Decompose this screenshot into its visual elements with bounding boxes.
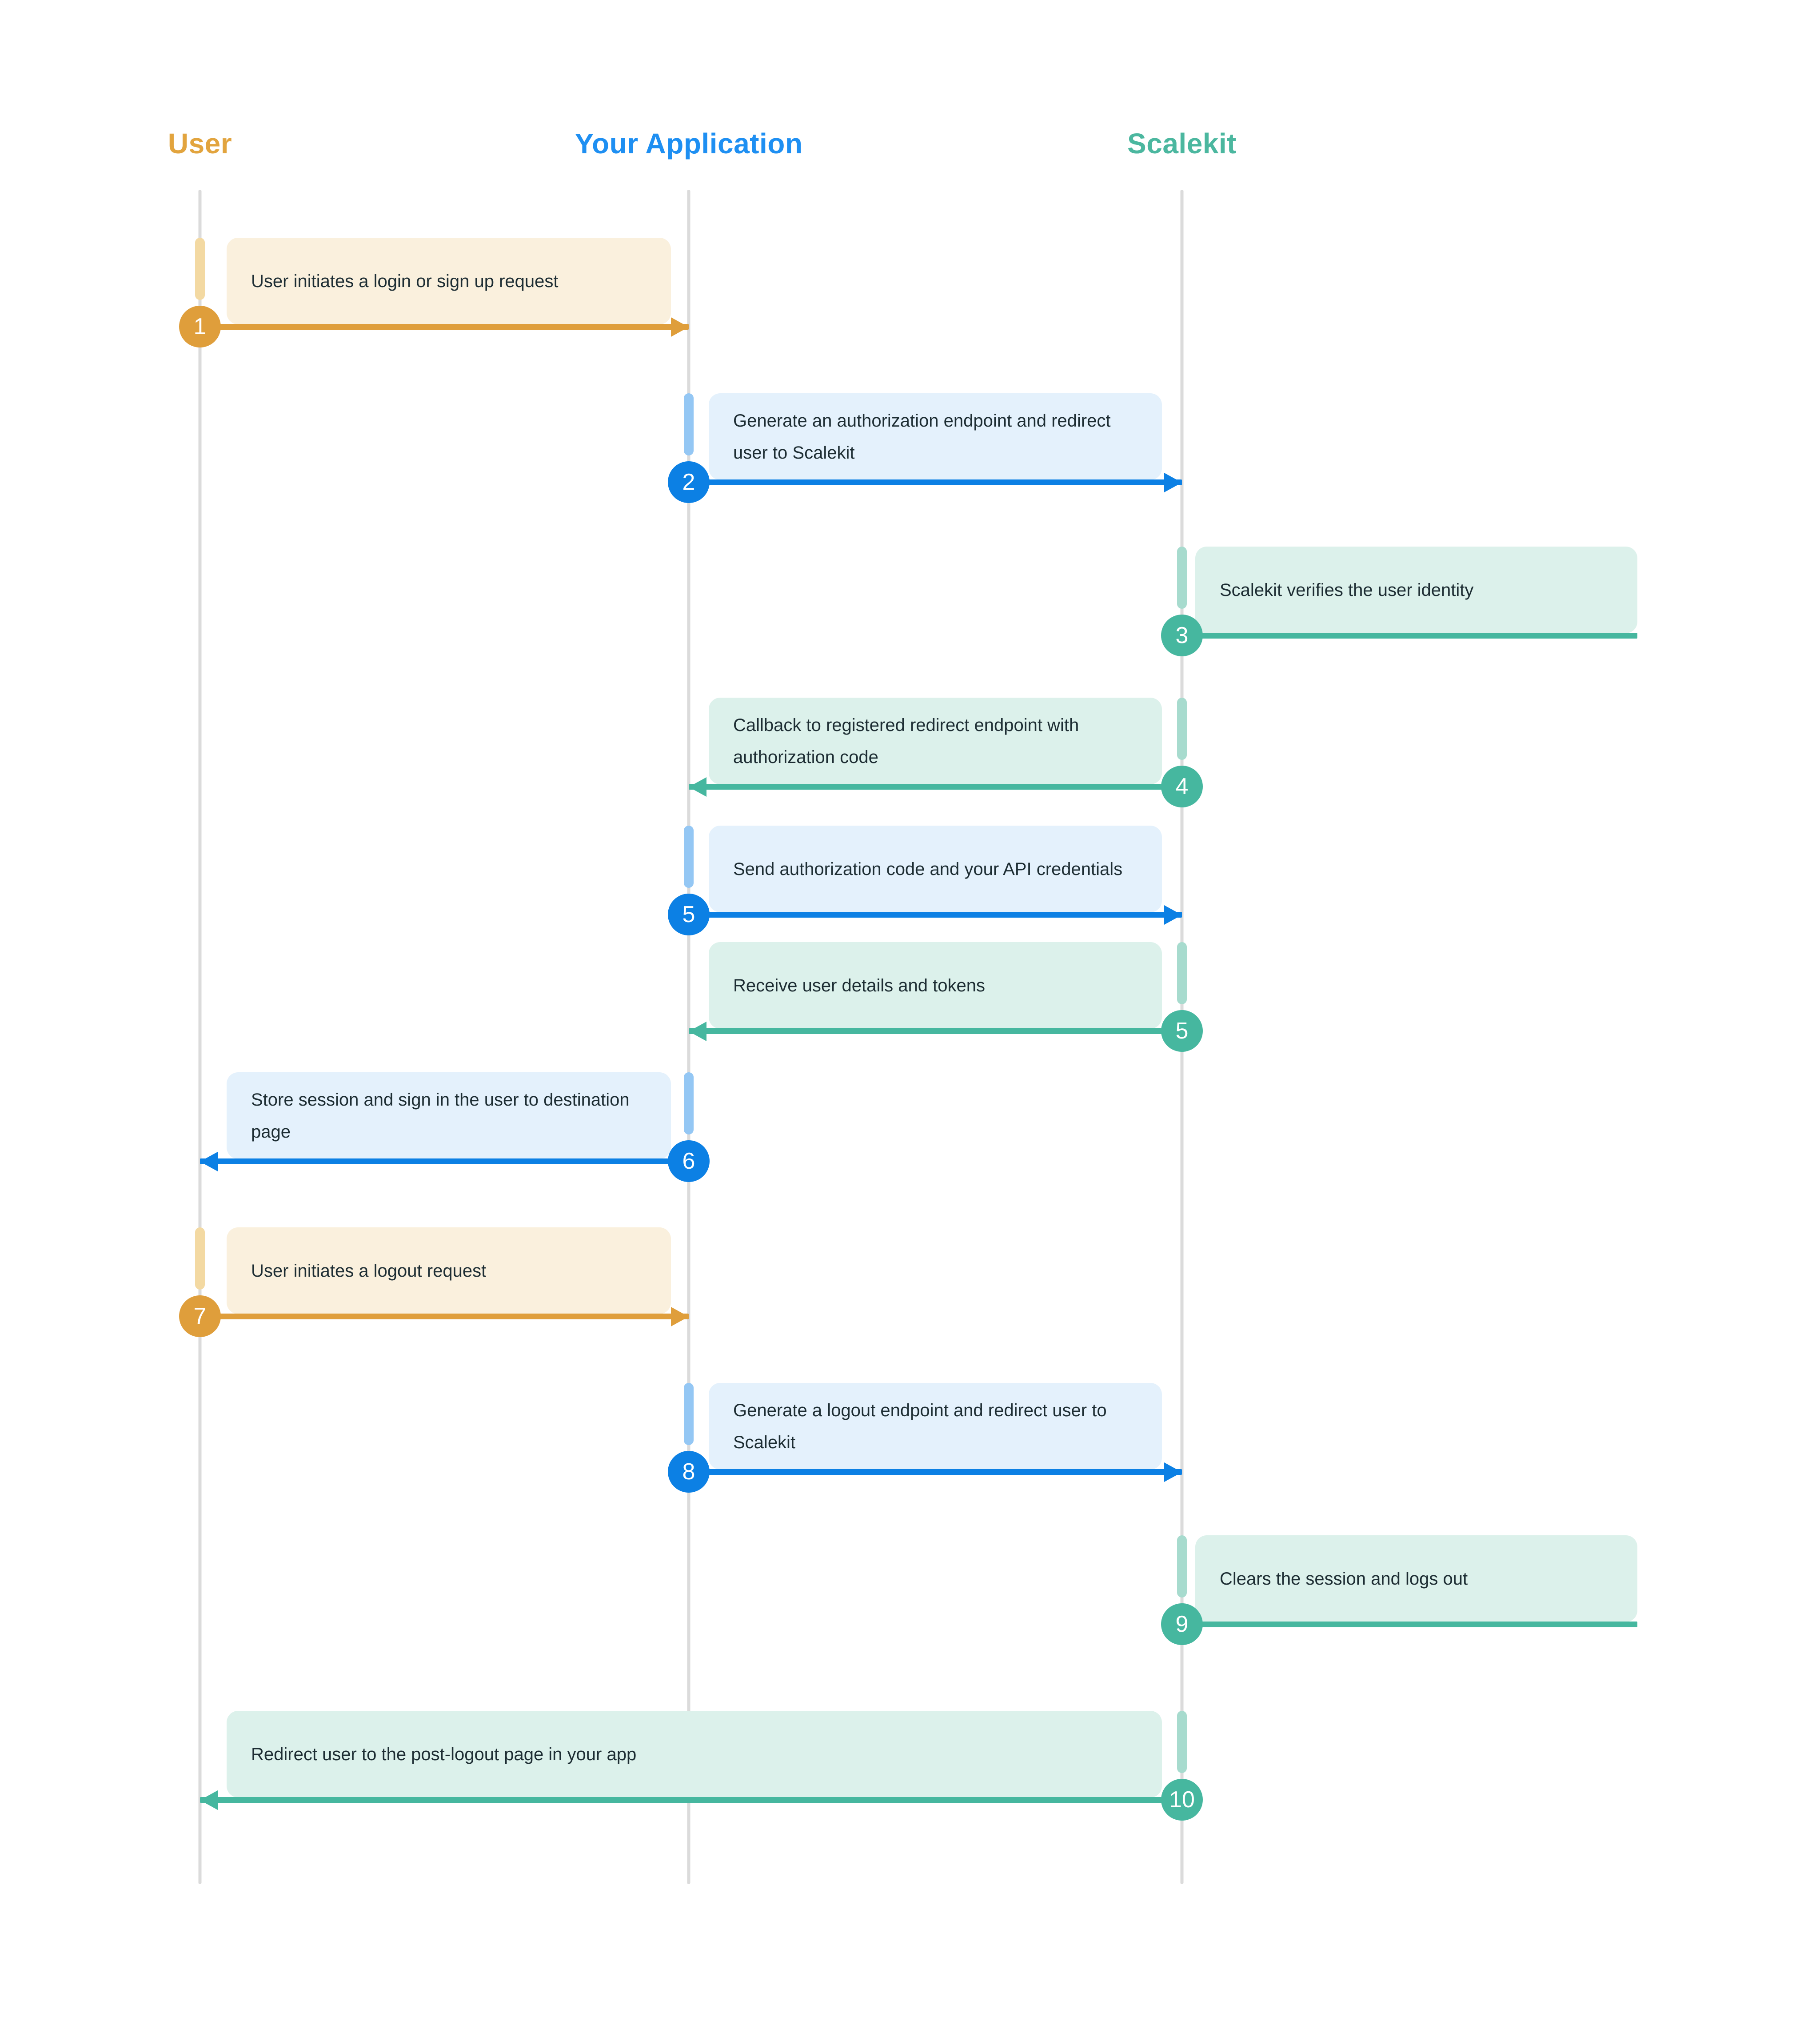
lifeline-user xyxy=(198,190,202,1884)
message-arrow xyxy=(200,324,689,330)
arrowhead-left-icon xyxy=(200,1790,218,1810)
step-badge: 6 xyxy=(668,1140,710,1182)
message-box: User initiates a logout request xyxy=(227,1227,671,1314)
activation-bar xyxy=(684,826,694,888)
message-box: Redirect user to the post-logout page in… xyxy=(227,1711,1162,1797)
message-text: Store session and sign in the user to de… xyxy=(251,1090,630,1142)
arrowhead-left-icon xyxy=(689,1022,706,1041)
message-text: Receive user details and tokens xyxy=(733,975,985,995)
message-arrow xyxy=(200,1314,689,1319)
message-box: Generate an authorization endpoint and r… xyxy=(709,393,1162,480)
arrowhead-right-icon xyxy=(671,1307,689,1326)
message-box: Clears the session and logs out xyxy=(1195,1535,1637,1622)
message-box: Callback to registered redirect endpoint… xyxy=(709,698,1162,784)
message-box: Receive user details and tokens xyxy=(709,942,1162,1029)
message-box: User initiates a login or sign up reques… xyxy=(227,238,671,324)
arrowhead-right-icon xyxy=(1164,1462,1182,1482)
message-arrow xyxy=(689,1028,1182,1034)
step-badge: 8 xyxy=(668,1451,710,1493)
activation-bar xyxy=(684,393,694,455)
message-arrow xyxy=(200,1158,689,1164)
message-box: Send authorization code and your API cre… xyxy=(709,826,1162,912)
activation-bar xyxy=(684,1072,694,1134)
message-arrow xyxy=(689,912,1182,918)
step-badge: 4 xyxy=(1161,766,1203,807)
actor-label-scalekit: Scalekit xyxy=(1127,128,1237,160)
arrowhead-right-icon xyxy=(671,317,689,337)
activation-bar xyxy=(195,238,205,300)
step-badge: 3 xyxy=(1161,615,1203,656)
step-badge: 9 xyxy=(1161,1603,1203,1645)
message-text: Callback to registered redirect endpoint… xyxy=(733,715,1079,767)
message-box: Generate a logout endpoint and redirect … xyxy=(709,1383,1162,1470)
arrowhead-right-icon xyxy=(1164,473,1182,492)
activation-bar xyxy=(1177,698,1187,760)
step-badge: 5 xyxy=(1161,1010,1203,1052)
arrowhead-left-icon xyxy=(200,1152,218,1171)
activation-bar xyxy=(195,1227,205,1290)
message-arrow xyxy=(200,1797,1182,1803)
message-text: Send authorization code and your API cre… xyxy=(733,859,1123,879)
message-box: Store session and sign in the user to de… xyxy=(227,1072,671,1159)
activation-bar xyxy=(1177,942,1187,1004)
message-text: User initiates a logout request xyxy=(251,1261,487,1281)
step-badge: 7 xyxy=(179,1295,221,1337)
message-arrow xyxy=(689,479,1182,485)
actor-label-app: Your Application xyxy=(575,128,803,160)
arrowhead-right-icon xyxy=(1164,905,1182,925)
activation-bar xyxy=(1177,1711,1187,1773)
message-text: Generate an authorization endpoint and r… xyxy=(733,411,1111,463)
step-badge: 2 xyxy=(668,461,710,503)
message-box: Scalekit verifies the user identity xyxy=(1195,547,1637,633)
message-text: Scalekit verifies the user identity xyxy=(1220,580,1474,600)
activation-bar xyxy=(1177,1535,1187,1598)
activation-bar xyxy=(1177,547,1187,609)
step-badge: 5 xyxy=(668,894,710,935)
message-line xyxy=(1182,633,1637,639)
actor-label-user: User xyxy=(168,128,232,160)
message-text: Generate a logout endpoint and redirect … xyxy=(733,1400,1107,1452)
step-badge: 10 xyxy=(1161,1779,1203,1821)
message-text: Clears the session and logs out xyxy=(1220,1569,1468,1589)
message-arrow xyxy=(689,1469,1182,1475)
message-text: Redirect user to the post-logout page in… xyxy=(251,1744,637,1764)
message-arrow xyxy=(689,784,1182,790)
message-line xyxy=(1182,1622,1637,1627)
activation-bar xyxy=(684,1383,694,1445)
step-badge: 1 xyxy=(179,306,221,347)
message-text: User initiates a login or sign up reques… xyxy=(251,271,559,291)
arrowhead-left-icon xyxy=(689,777,706,797)
